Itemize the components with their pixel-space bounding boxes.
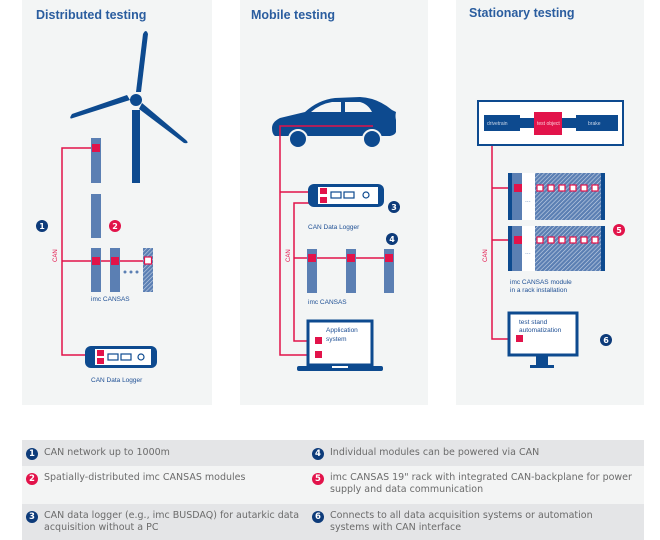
can-data-logger-icon <box>308 184 384 207</box>
badge-5: 5 <box>312 473 324 485</box>
legend-text: imc CANSAS 19" rack with integrated CAN-… <box>330 472 632 495</box>
legend-item-5: 5 imc CANSAS 19" rack with integrated CA… <box>312 472 632 496</box>
legend-row: 3 CAN data logger (e.g., imc BUSDAQ) for… <box>22 504 644 540</box>
svg-text:...: ... <box>525 249 531 256</box>
can-label: CAN <box>286 249 292 262</box>
can-bus-lines <box>61 147 148 356</box>
panel-distributed-testing: Distributed testing <box>22 0 212 405</box>
svg-text:3: 3 <box>391 203 397 212</box>
badge-2: 2 <box>26 473 38 485</box>
label-test-object: test object <box>537 121 560 127</box>
label-imc-cansas: imc CANSAS <box>308 299 347 306</box>
wind-turbine-icon <box>70 31 188 183</box>
label-can-data-logger: CAN Data Logger <box>308 224 360 231</box>
panel-title: Mobile testing <box>251 8 336 22</box>
cansas-rack-top: ... <box>508 173 605 220</box>
car-icon <box>272 97 396 149</box>
legend-row: 1 CAN network up to 1000m 4 Individual m… <box>22 440 644 466</box>
test-bench-icon <box>477 100 624 146</box>
badge-3: 3 <box>388 201 400 213</box>
badge-4: 4 <box>386 233 398 245</box>
legend-item-3: 3 CAN data logger (e.g., imc BUSDAQ) for… <box>26 510 306 534</box>
panel-title: Distributed testing <box>36 8 147 22</box>
label-automatization: automatization <box>519 327 562 334</box>
badge-5: 5 <box>613 224 625 236</box>
legend-text: CAN data logger (e.g., imc BUSDAQ) for a… <box>44 510 300 533</box>
label-system: system <box>326 336 347 343</box>
badge-1: 1 <box>36 220 48 232</box>
laptop-icon <box>297 319 383 371</box>
badge-6: 6 <box>600 334 612 346</box>
cansas-module-top <box>91 138 101 183</box>
badge-1: 1 <box>26 448 38 460</box>
legend-item-6: 6 Connects to all data acquisition syste… <box>312 510 632 534</box>
legend-item-2: 2 Spatially-distributed imc CANSAS modul… <box>26 472 245 485</box>
label-test-stand: test stand <box>519 319 548 326</box>
svg-text:4: 4 <box>389 235 395 244</box>
legend-text: CAN network up to 1000m <box>44 447 170 458</box>
label-rack-module: imc CANSAS module <box>510 279 572 286</box>
label-can-data-logger: CAN Data Logger <box>91 377 143 384</box>
svg-text:1: 1 <box>39 222 45 231</box>
badge-4: 4 <box>312 448 324 460</box>
cansas-module-row <box>307 249 394 293</box>
badge-2: 2 <box>109 220 121 232</box>
svg-text:2: 2 <box>112 222 118 231</box>
badge-6: 6 <box>312 511 324 523</box>
can-label: CAN <box>483 249 489 262</box>
monitor-icon <box>507 311 579 368</box>
cansas-module-mid <box>91 194 101 238</box>
legend-text: Connects to all data acquisition systems… <box>330 510 593 533</box>
badge-3: 3 <box>26 511 38 523</box>
legend-item-4: 4 Individual modules can be powered via … <box>312 447 632 460</box>
legend-text: Spatially-distributed imc CANSAS modules <box>44 472 246 483</box>
cansas-rack-bottom: ... <box>508 226 605 271</box>
label-imc-cansas: imc CANSAS <box>91 296 130 303</box>
legend-item-1: 1 CAN network up to 1000m <box>26 447 170 460</box>
legend-row: 2 Spatially-distributed imc CANSAS modul… <box>22 466 644 504</box>
can-label: CAN <box>53 249 59 262</box>
label-drivetrain: drivetrain <box>487 121 508 127</box>
svg-text:5: 5 <box>616 226 622 235</box>
cansas-module-row <box>91 248 153 292</box>
label-rack-installation: in a rack installation <box>510 287 567 294</box>
can-data-logger-icon <box>85 346 157 368</box>
legend-text: Individual modules can be powered via CA… <box>330 447 540 458</box>
diagram-canvas: imc CANSAS CAN Data Logger CAN 1 2 <box>36 31 625 384</box>
panel-title: Stationary testing <box>469 6 575 20</box>
svg-text:6: 6 <box>603 336 609 345</box>
label-application: Application <box>326 327 358 334</box>
svg-text:...: ... <box>525 197 531 204</box>
label-brake: brake <box>588 121 601 127</box>
